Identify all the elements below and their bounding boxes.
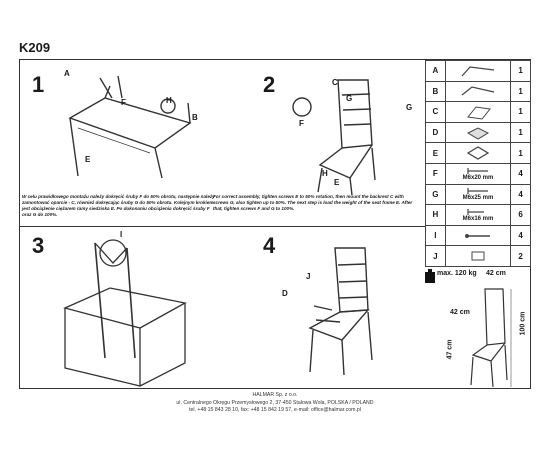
part-size: M6x20 mm xyxy=(462,174,494,181)
footer: HALMAR Sp. z o.o. ul. Centralnego Okręgu… xyxy=(0,392,550,415)
parts-row-g: G M6x25 mm 4 xyxy=(425,183,531,206)
parts-row-j: J 2 xyxy=(425,245,531,267)
step-2-number: 2 xyxy=(263,72,276,97)
part-letter: B xyxy=(425,80,446,103)
max-load: max. 120 kg xyxy=(437,270,477,277)
parts-table: A 1 B 1 C 1 D 1 E 1 F M6x20 mm 4 G M6x25… xyxy=(425,60,531,267)
backrest-icon xyxy=(467,106,491,120)
seat-frame-icon xyxy=(466,146,490,160)
step-3-number: 3 xyxy=(32,233,45,258)
company-name: HALMAR Sp. z o.o. xyxy=(252,392,298,398)
dim-depth: 42 cm xyxy=(450,309,470,316)
step-3-illustration xyxy=(63,239,187,387)
part-letter: A xyxy=(425,60,446,82)
callout-f-2: F xyxy=(299,119,304,128)
parts-row-c: C 1 xyxy=(425,101,531,123)
part-size: M6x25 mm xyxy=(462,195,494,202)
parts-row-i: I 4 xyxy=(425,224,531,247)
parts-row-h: H M6x16 mm 6 xyxy=(425,204,531,226)
part-size: M6x16 mm xyxy=(462,215,494,222)
callout-e-2: E xyxy=(334,178,340,187)
screw-icon xyxy=(467,208,484,215)
part-qty: 4 xyxy=(510,183,531,206)
part-letter: F xyxy=(425,162,446,185)
callout-h: H xyxy=(166,96,172,105)
dimension-drawing xyxy=(470,288,512,388)
step-4-illustration xyxy=(308,247,373,376)
callout-e: E xyxy=(85,155,91,164)
part-letter: J xyxy=(425,245,446,267)
part-qty: 1 xyxy=(510,101,531,123)
side-frame-icon xyxy=(461,66,495,77)
side-frame-icon xyxy=(461,86,495,96)
part-letter: I xyxy=(425,224,446,247)
screw-icon xyxy=(467,188,488,195)
parts-row-a: A 1 xyxy=(425,60,531,82)
step-2-illustration xyxy=(292,79,376,195)
screw-icon xyxy=(467,167,488,174)
callout-g-top: G xyxy=(346,94,353,103)
part-qty: 4 xyxy=(510,224,531,247)
part-letter: G xyxy=(425,183,446,206)
callout-f: F xyxy=(121,98,126,107)
callout-c: C xyxy=(332,78,338,87)
parts-row-f: F M6x20 mm 4 xyxy=(425,162,531,185)
company-contact: tel. +48 15 843 28 10, fax: +48 15 842 1… xyxy=(189,407,361,413)
company-address: ul. Centralnego Okręgu Przemysłowego 2, … xyxy=(176,399,374,406)
parts-row-b: B 1 xyxy=(425,80,531,103)
step-4-number: 4 xyxy=(263,233,276,258)
part-letter: D xyxy=(425,121,446,144)
callout-h-2: H xyxy=(322,169,328,178)
cap-icon xyxy=(471,251,485,261)
instructions-frame: 1 A F H B E W celu prawidłowego montażu … xyxy=(19,59,531,389)
part-qty: 4 xyxy=(510,162,531,185)
seat-icon xyxy=(466,127,490,140)
callout-b: B xyxy=(192,113,198,122)
part-qty: 2 xyxy=(510,245,531,267)
note-english: For correct assembly, tighten screws E t… xyxy=(213,194,413,211)
part-letter: C xyxy=(425,101,446,123)
part-letter: E xyxy=(425,142,446,164)
parts-row-d: D 1 xyxy=(425,121,531,144)
note-polish: W celu prawidłowego montażu należy dokrę… xyxy=(22,194,215,217)
pin-icon xyxy=(465,233,490,238)
part-qty: 1 xyxy=(510,60,531,82)
part-qty: 1 xyxy=(510,80,531,103)
model-title: K209 xyxy=(19,40,51,55)
callout-a: A xyxy=(64,69,70,78)
callout-j: J xyxy=(306,272,311,281)
callout-i: I xyxy=(120,230,123,239)
part-qty: 6 xyxy=(510,204,531,226)
callout-g-right: G xyxy=(406,103,413,112)
dim-width: 42 cm xyxy=(486,270,506,277)
parts-row-e: E 1 xyxy=(425,142,531,164)
part-qty: 1 xyxy=(510,121,531,144)
step-divider xyxy=(20,226,425,227)
step-1-illustration xyxy=(68,75,192,179)
weight-icon xyxy=(425,269,435,283)
part-qty: 1 xyxy=(510,142,531,164)
dim-seat-height: 47 cm xyxy=(446,339,454,360)
callout-d: D xyxy=(282,289,288,298)
part-letter: H xyxy=(425,204,446,226)
step-1-number: 1 xyxy=(32,72,45,97)
dim-height: 100 cm xyxy=(519,311,527,336)
